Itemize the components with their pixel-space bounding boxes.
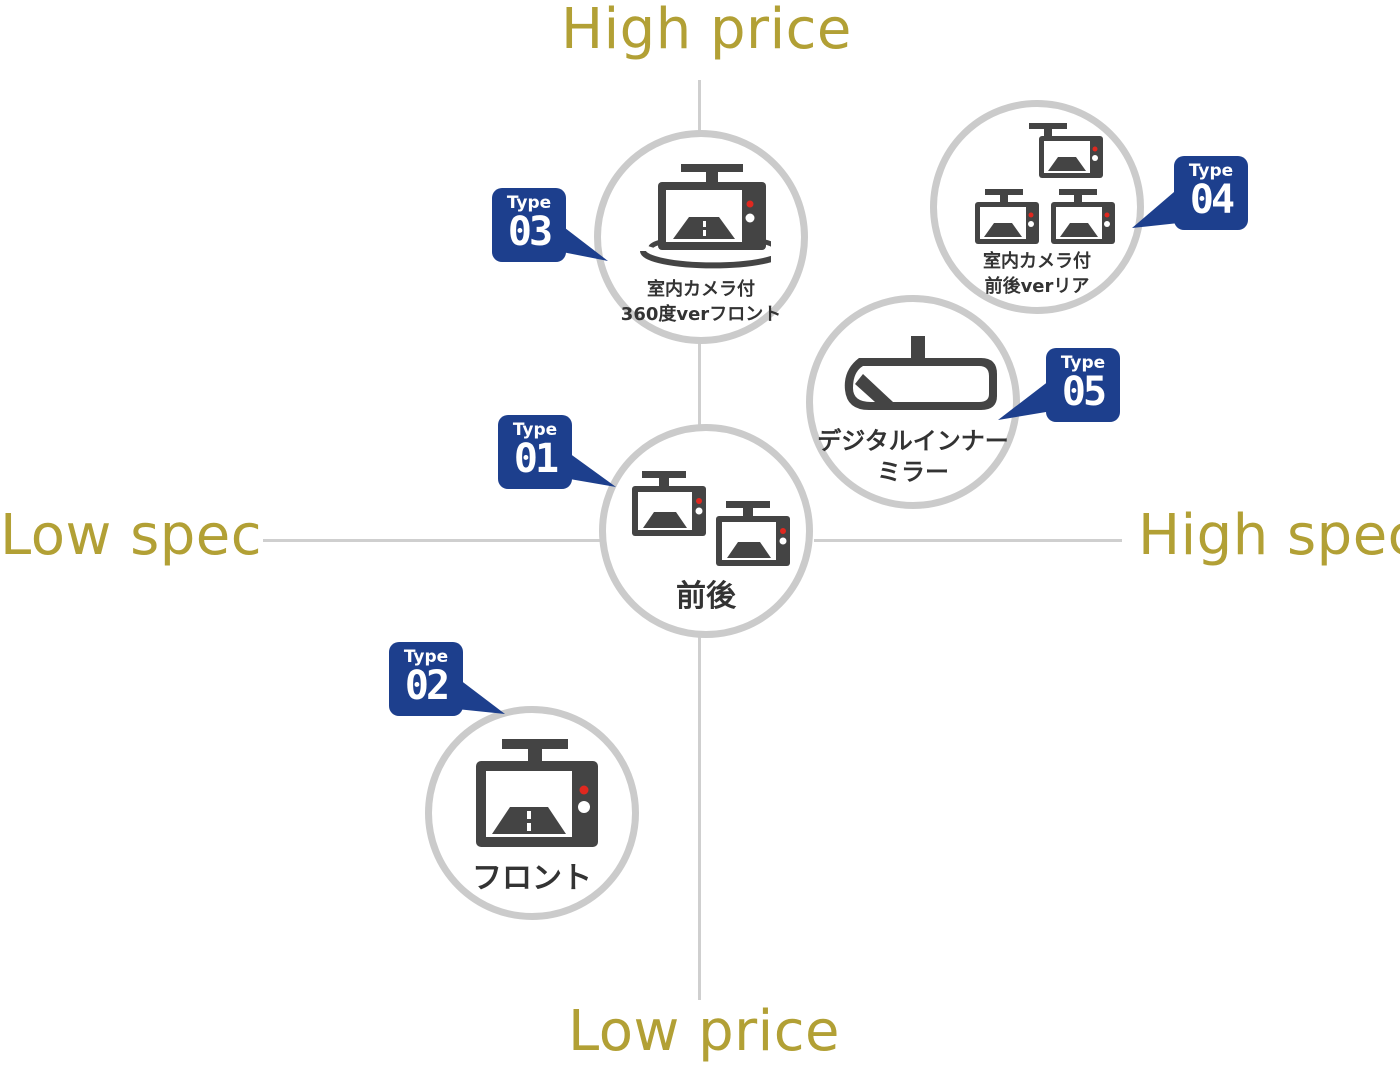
type-03-badge-box: Type 03 xyxy=(492,188,566,262)
axis-label-low-price: Low price xyxy=(568,999,840,1064)
type-02-badge: Type 02 xyxy=(389,642,505,716)
type-02-node: フロント xyxy=(425,706,639,920)
type-05-badge-box: Type 05 xyxy=(1046,348,1120,422)
type-02-badge-box: Type 02 xyxy=(389,642,463,716)
360-dashcam-icon xyxy=(640,164,771,269)
type-03-badge-type: Type xyxy=(506,193,552,213)
type-02-label: フロント xyxy=(432,861,632,897)
axis-label-high-price: High price xyxy=(561,0,852,62)
type-04-badge: Type 04 xyxy=(1132,156,1248,230)
type-01-badge: Type 01 xyxy=(498,415,616,489)
three-camera-icon xyxy=(975,123,1115,244)
type-04-label-line-2: 前後verリア xyxy=(984,276,1090,297)
type-03-node: 室内カメラ付 360度verフロント xyxy=(594,130,808,344)
axis-label-high-spec: High spec xyxy=(1138,503,1400,568)
type-05-label-line-2: ミラー xyxy=(877,458,949,486)
type-01-badge-pointer xyxy=(558,445,616,487)
type-03-badge-number: 03 xyxy=(507,209,553,255)
type-01-badge-box: Type 01 xyxy=(498,415,572,489)
type-01-node: 前後 xyxy=(599,424,813,638)
type-04-label: 室内カメラ付 前後verリア xyxy=(937,249,1137,299)
type-01-label: 前後 xyxy=(606,579,806,615)
type-04-badge-type: Type xyxy=(1188,161,1234,181)
horizontal-axis-right xyxy=(814,539,1122,542)
front-dashcam-icon xyxy=(476,739,598,847)
type-05-badge-number: 05 xyxy=(1061,369,1107,415)
front-rear-dashcam-icon xyxy=(632,471,790,566)
axis-label-low-spec: Low spec xyxy=(0,503,263,568)
type-03-badge-pointer xyxy=(552,218,608,261)
digital-mirror-icon xyxy=(844,336,997,410)
type-02-badge-number: 02 xyxy=(404,663,450,709)
type-05-badge: Type 05 xyxy=(998,348,1120,422)
type-04-badge-box: Type 04 xyxy=(1174,156,1248,230)
type-01-label-line-1: 前後 xyxy=(676,579,736,614)
vertical-axis-bottom xyxy=(698,635,701,1000)
horizontal-axis-left xyxy=(263,539,601,542)
type-01-badge-type: Type xyxy=(512,420,558,440)
type-04-badge-number: 04 xyxy=(1189,177,1235,223)
type-05-label: デジタルインナー ミラー xyxy=(813,426,1013,488)
type-04-node: 室内カメラ付 前後verリア xyxy=(930,100,1144,314)
type-05-badge-pointer xyxy=(998,374,1058,420)
type-05-node: デジタルインナー ミラー xyxy=(806,295,1020,509)
type-03-label-line-2: 360度verフロント xyxy=(620,304,782,325)
type-03-badge: Type 03 xyxy=(492,188,608,262)
type-04-label-line-1: 室内カメラ付 xyxy=(983,251,1091,272)
type-03-label-line-1: 室内カメラ付 xyxy=(647,279,755,300)
type-01-badge-number: 01 xyxy=(513,436,559,482)
type-03-label: 室内カメラ付 360度verフロント xyxy=(601,277,801,327)
type-02-badge-type: Type xyxy=(403,647,449,667)
type-02-label-line-1: フロント xyxy=(472,861,592,896)
type-05-label-line-1: デジタルインナー xyxy=(817,427,1009,455)
type-05-badge-type: Type xyxy=(1060,353,1106,373)
